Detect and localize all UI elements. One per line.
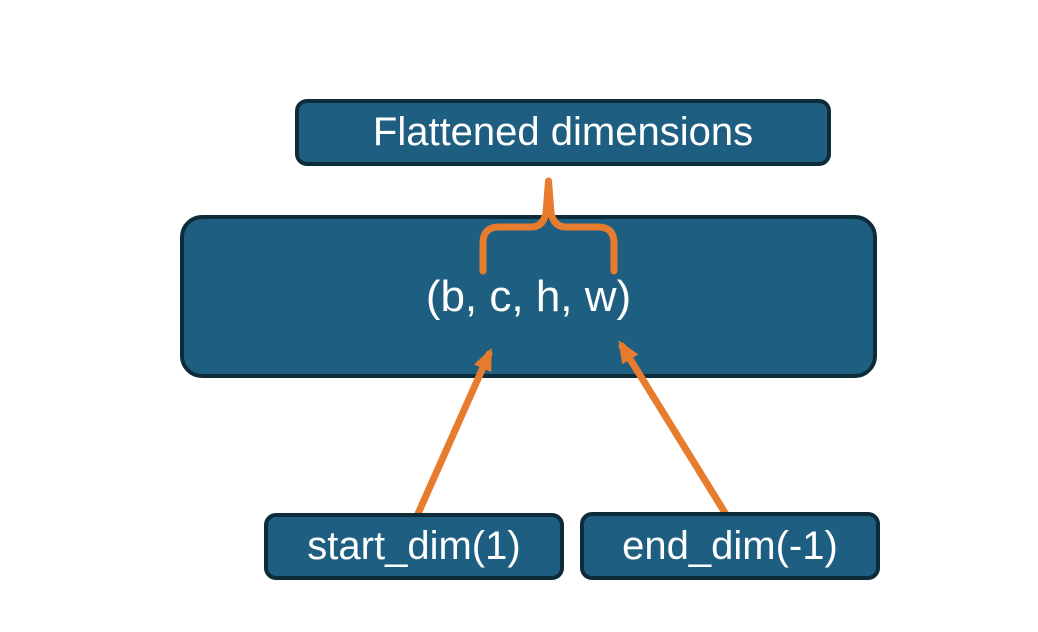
start-dim-box: start_dim(1) bbox=[264, 513, 564, 580]
flattened-dimensions-box: Flattened dimensions bbox=[295, 99, 831, 166]
tensor-shape-box: (b, c, h, w) bbox=[180, 215, 877, 378]
start-dim-arrow bbox=[413, 347, 493, 520]
tensor-shape-label: (b, c, h, w) bbox=[425, 271, 632, 321]
flattened-dimensions-label: Flattened dimensions bbox=[372, 110, 754, 154]
start-dim-label: start_dim(1) bbox=[307, 524, 521, 568]
end-dim-box: end_dim(-1) bbox=[580, 512, 880, 580]
end-dim-label: end_dim(-1) bbox=[622, 523, 838, 568]
